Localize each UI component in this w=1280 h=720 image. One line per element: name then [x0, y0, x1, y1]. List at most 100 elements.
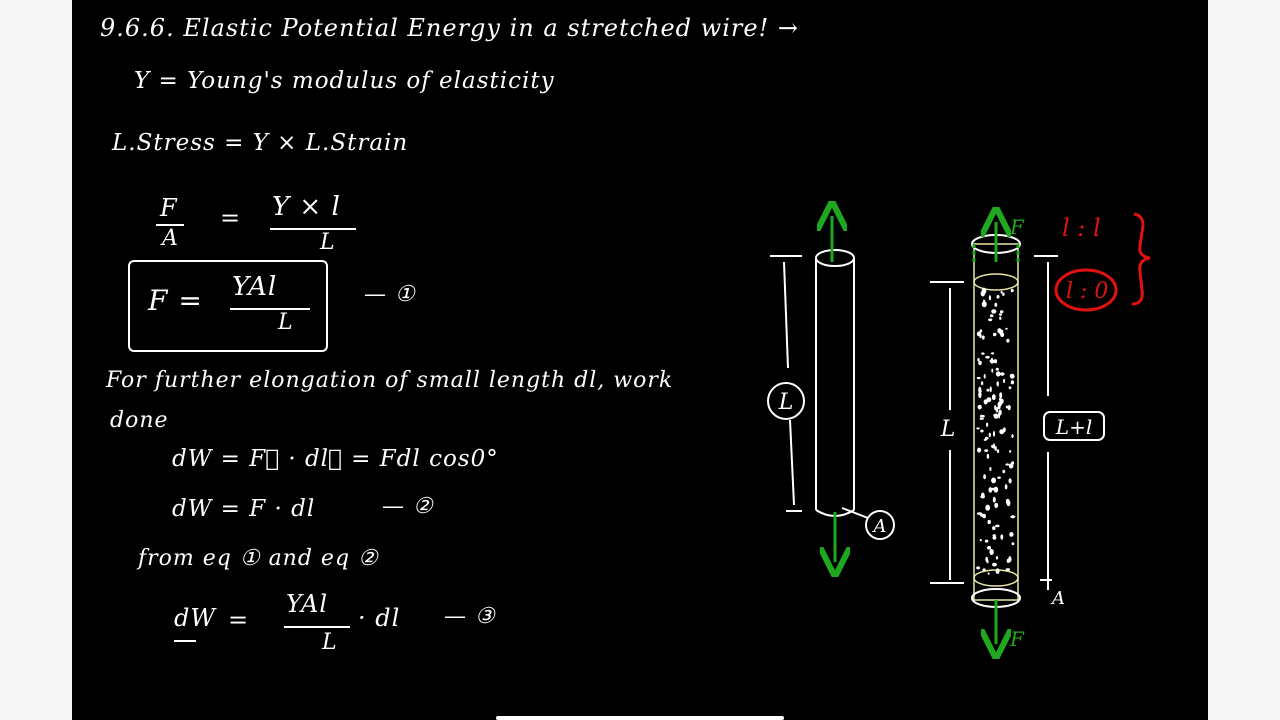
wire-speck [998, 329, 1004, 334]
wire-speck [989, 314, 994, 318]
force-bottom-label: F [1009, 627, 1025, 651]
fraction-equals: = [220, 204, 242, 232]
dw-final-bar [284, 626, 350, 628]
dw-final-equals: = [228, 606, 250, 634]
wire-speck [992, 496, 996, 503]
wire-speck [984, 449, 989, 452]
wire-speck [987, 545, 991, 550]
wire-speck [978, 386, 982, 394]
wire-speck [978, 391, 982, 398]
wire-speck [1011, 542, 1015, 546]
wire-speck [988, 432, 991, 438]
red-label-circled: l : 0 [1066, 279, 1108, 304]
wire-speck [998, 397, 1002, 401]
wire-speck [992, 526, 996, 531]
wire-speck [980, 290, 985, 297]
wire-speck [1005, 463, 1010, 466]
wire-speck [987, 572, 990, 575]
force-top-label: F [1009, 215, 1025, 239]
wire-speck [1005, 568, 1010, 572]
wire-speck [993, 413, 997, 417]
dw-scalar: dW = F · dl [172, 496, 316, 522]
wire-speck [1005, 405, 1009, 409]
wire-speck [982, 568, 986, 572]
right-force-arrows [972, 222, 1020, 644]
home-indicator [496, 716, 784, 720]
wire-speck [989, 359, 993, 363]
total-length-label: L+l [1055, 415, 1092, 439]
wire-speck [980, 429, 984, 433]
left-length-circle [767, 382, 805, 420]
dw-final-suffix: · dl [358, 604, 401, 632]
wire-speck [988, 295, 992, 301]
wire-speck [994, 502, 999, 509]
wire-speck [1003, 427, 1006, 433]
dw-final-denominator: L [322, 630, 338, 655]
wire-speck [997, 476, 1001, 479]
wire-speck [999, 429, 1005, 435]
boxed-equation: F = YAl L [128, 260, 328, 352]
total-length-bracket [1034, 255, 1058, 590]
paragraph-line-1: For further elongation of small length d… [106, 368, 674, 393]
wire-speck [978, 360, 982, 366]
stretched-wire-texture [976, 287, 1016, 575]
left-area-label: A [872, 516, 887, 537]
wire-speck [1009, 450, 1012, 453]
wire-speck [995, 568, 1000, 574]
left-area-circle [865, 510, 895, 540]
wire-speck [1006, 499, 1011, 505]
fraction-rhs-bar [270, 228, 356, 230]
wire-speck [983, 474, 986, 480]
wire-speck [1003, 378, 1006, 383]
wire-speck [986, 388, 990, 392]
boxed-lhs: F = [148, 284, 203, 317]
wire-speck [988, 487, 993, 493]
wire-speck [976, 427, 980, 430]
wire-speck [985, 355, 990, 359]
wire-speck [980, 492, 985, 499]
wire-speck [1008, 478, 1012, 484]
left-force-arrows [832, 216, 835, 562]
wire-speck [1010, 288, 1014, 293]
wire-speck [994, 447, 997, 451]
wire-speck [984, 539, 989, 543]
wire-speck [983, 299, 986, 302]
wire-speck [996, 381, 999, 387]
left-length-bracket [770, 255, 802, 512]
boxed-numerator: YAl [232, 272, 278, 302]
wire-speck [1000, 534, 1004, 540]
wire-speck [986, 453, 990, 459]
wire-speck [1011, 461, 1015, 465]
wire-speck [991, 487, 996, 491]
wire-speck [994, 405, 997, 411]
wire-speck [979, 539, 982, 542]
wire-speck [1002, 292, 1005, 296]
wire-speck [989, 467, 992, 471]
wire-speck [1010, 515, 1016, 519]
wire-speck [992, 562, 997, 567]
wire-speck [1009, 373, 1015, 379]
wire-speck [1011, 434, 1014, 438]
right-length-label: L [940, 417, 956, 442]
wire-speck [999, 316, 1002, 320]
wire-speck [999, 392, 1003, 399]
wire-speck [1000, 372, 1005, 376]
unstretched-wire [815, 249, 855, 517]
wire-speck [986, 422, 989, 427]
dw-final-lhs: dW [174, 604, 217, 632]
wire-speck [991, 394, 996, 401]
wire-speck [981, 335, 985, 340]
paragraph-line-2: done [110, 408, 169, 433]
left-length-label: L [778, 390, 794, 415]
from-equations: from eq ① and eq ② [138, 546, 379, 571]
wire-speck [998, 409, 1002, 416]
wire-speck [984, 436, 989, 440]
wire-diagram: L A F F L [767, 0, 1151, 720]
wire-speck [995, 371, 1001, 377]
wire-speck [979, 417, 984, 420]
wire-speck [996, 449, 1000, 453]
stretched-wire-inner-top [973, 273, 1019, 291]
wire-speck [977, 512, 983, 515]
right-length-bracket [930, 281, 964, 584]
wire-speck [992, 534, 996, 537]
